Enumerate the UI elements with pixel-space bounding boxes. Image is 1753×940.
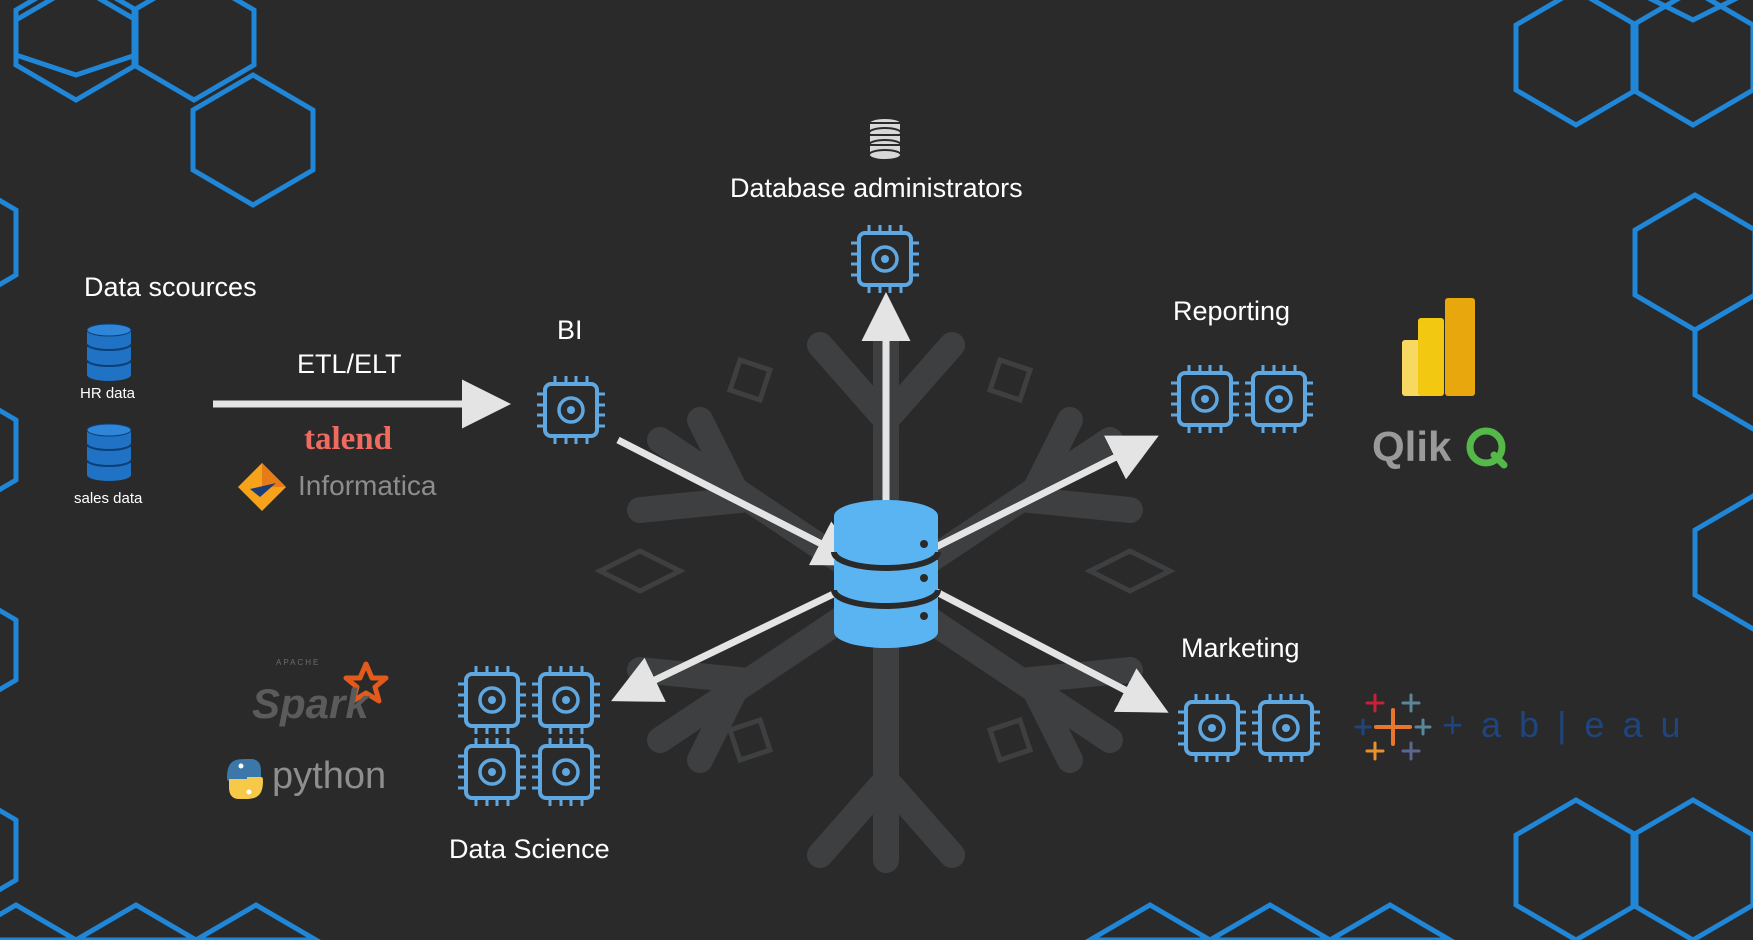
informatica-logo: Informatica: [298, 470, 437, 501]
python-logo: python: [272, 755, 387, 797]
marketing-chip-icon: [1250, 692, 1322, 764]
arrow-bi-to-warehouse: [616, 436, 864, 566]
reporting-chip-icon: [1169, 363, 1241, 435]
data-science-chip-icon: [456, 664, 528, 736]
python-logo-icon: [227, 759, 263, 799]
sales-data-label: sales data: [74, 490, 143, 507]
bi-chip-icon: [535, 374, 607, 446]
informatica-logo-icon: [238, 463, 286, 511]
spark-star-icon: [343, 661, 389, 704]
data-sources-title: Data scources: [84, 272, 257, 302]
dba-chip-icon: [849, 223, 921, 295]
bi-label: BI: [557, 315, 583, 345]
qlik-logo: Qlik: [1372, 423, 1452, 470]
data-science-chip-icon: [456, 736, 528, 808]
arrow-warehouse-to-data-science: [611, 582, 852, 702]
reporting-label: Reporting: [1173, 296, 1291, 326]
marketing-chip-icon: [1176, 692, 1248, 764]
hr-database-icon: [86, 323, 132, 382]
data-science-chip-icon: [530, 736, 602, 808]
arrow-group: [213, 292, 1169, 713]
arrow-warehouse-to-reporting: [916, 435, 1159, 560]
spark-apache-label: APACHE: [276, 658, 321, 667]
central-database-icon: [831, 500, 941, 648]
sales-database-icon: [86, 423, 132, 482]
talend-logo: talend: [304, 421, 393, 457]
snowflake-diamonds: [594, 356, 1176, 764]
data-science-chip-icon: [530, 664, 602, 736]
qlik-logo-icon: [1466, 427, 1508, 469]
reporting-chip-icon: [1243, 363, 1315, 435]
hr-data-label: HR data: [80, 385, 136, 402]
dba-label: Database administrators: [730, 173, 1023, 203]
spark-logo: Spark: [252, 680, 369, 727]
admin-database-icon: [868, 117, 902, 161]
tableau-logo-icon: [1354, 693, 1432, 761]
powerbi-logo-icon: [1402, 298, 1475, 396]
tableau-logo: + a b | e a u: [1442, 704, 1685, 745]
marketing-label: Marketing: [1181, 633, 1300, 663]
data-science-label: Data Science: [449, 834, 610, 864]
etl-label: ETL/ELT: [297, 349, 402, 379]
arrow-warehouse-to-marketing: [923, 582, 1169, 713]
